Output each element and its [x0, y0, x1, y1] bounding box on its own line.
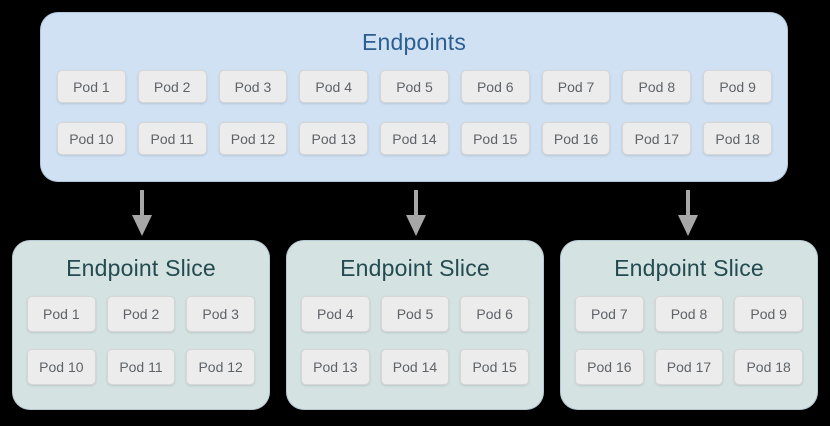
pod-chip: Pod 14: [380, 349, 450, 385]
down-arrow-stem: [140, 190, 144, 215]
pod-chip: Pod 13: [301, 349, 370, 385]
pod-chip: Pod 16: [575, 349, 644, 385]
endpoint-slice-title: Endpoint Slice: [340, 255, 490, 281]
pod-chip: Pod 7: [541, 70, 611, 103]
pod-chip: Pod 10: [27, 349, 96, 385]
pod-chip: Pod 16: [541, 122, 611, 155]
pod-chip: Pod 12: [186, 349, 255, 385]
endpoint-slice-title: Endpoint Slice: [614, 255, 764, 281]
pod-chip: Pod 18: [703, 122, 772, 155]
pod-chip: Pod 15: [460, 349, 529, 385]
pod-chip: Pod 14: [380, 122, 449, 155]
pod-chip: Pod 17: [622, 122, 692, 155]
pod-chip: Pod 15: [460, 122, 530, 155]
pod-chip: Pod 2: [106, 296, 176, 332]
down-arrow: [132, 190, 152, 236]
pod-chip: Pod 10: [57, 122, 126, 155]
down-arrow: [406, 190, 426, 236]
pod-chip: Pod 3: [218, 70, 288, 103]
down-arrow-stem: [686, 190, 690, 215]
pod-chip: Pod 4: [299, 70, 369, 103]
pod-chip: Pod 17: [654, 349, 724, 385]
pod-chip: Pod 3: [186, 296, 255, 332]
pod-chip: Pod 6: [460, 70, 530, 103]
pod-chip: Pod 9: [734, 296, 803, 332]
pod-chip: Pod 13: [299, 122, 369, 155]
pod-chip: Pod 6: [460, 296, 529, 332]
pod-chip: Pod 2: [137, 70, 207, 103]
down-arrow-stem: [414, 190, 418, 215]
endpoint-slice-pod-grid-3: Pod 7 Pod 8 Pod 9 Pod 16 Pod 17 Pod 18: [575, 296, 803, 385]
down-arrow-head: [406, 215, 426, 236]
pod-chip: Pod 8: [622, 70, 692, 103]
pod-chip: Pod 1: [57, 70, 126, 103]
down-arrow-head: [132, 215, 152, 236]
endpoint-slice-title: Endpoint Slice: [66, 255, 216, 281]
endpoint-slice-pod-grid-2: Pod 4 Pod 5 Pod 6 Pod 13 Pod 14 Pod 15: [301, 296, 529, 385]
pod-chip: Pod 18: [734, 349, 803, 385]
pod-chip: Pod 5: [380, 70, 449, 103]
pod-chip: Pod 12: [218, 122, 288, 155]
pod-chip: Pod 8: [654, 296, 724, 332]
down-arrow-head: [678, 215, 698, 236]
pod-chip: Pod 1: [27, 296, 96, 332]
endpoints-panel: Endpoints Pod 1 Pod 2 Pod 3 Pod 4 Pod 5 Pod 6…: [40, 12, 788, 182]
pod-chip: Pod 9: [703, 70, 772, 103]
pod-chip: Pod 5: [380, 296, 450, 332]
endpoints-pod-grid: Pod 1 Pod 2 Pod 3 Pod 4 Pod 5 Pod 6 Pod 7 Pod 8…: [57, 70, 772, 155]
endpoint-slice-pod-grid-1: Pod 1 Pod 2 Pod 3 Pod 10 Pod 11 Pod 12: [27, 296, 255, 385]
pod-chip: Pod 4: [301, 296, 370, 332]
pod-chip: Pod 7: [575, 296, 644, 332]
endpoints-title: Endpoints: [361, 29, 467, 55]
pod-chip: Pod 11: [137, 122, 207, 155]
pod-chip: Pod 11: [106, 349, 176, 385]
down-arrow: [678, 190, 698, 236]
